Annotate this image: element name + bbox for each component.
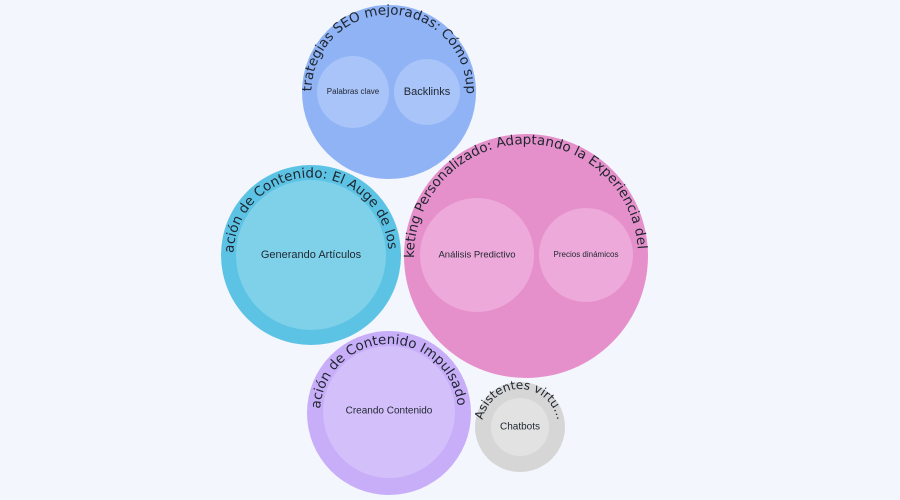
bubble-backlinks-circle: [394, 59, 460, 125]
bubble-generando-articulos-circle: [236, 180, 386, 330]
bubble-palabras-clave[interactable]: Palabras clave: [317, 56, 389, 128]
bubble-precios-dinamicos[interactable]: Precios dinámicos: [539, 208, 633, 302]
bubble-analisis-predictivo[interactable]: Análisis Predictivo: [420, 198, 534, 312]
bubble-generando-articulos-label: Generando Artículos: [261, 249, 362, 261]
bubble-analisis-predictivo-circle: [420, 198, 534, 312]
bubble-creando-contenido-label: Creando Contenido: [346, 406, 433, 417]
bubble-palabras-clave-label: Palabras clave: [327, 87, 380, 96]
bubble-creando-contenido-circle: [323, 346, 455, 478]
bubble-backlinks-label: Backlinks: [404, 86, 451, 98]
bubble-precios-dinamicos-circle: [539, 208, 633, 302]
bubble-chatbots[interactable]: Chatbots: [491, 398, 549, 456]
bubble-chatbots-circle: [491, 398, 549, 456]
bubble-palabras-clave-circle: [317, 56, 389, 128]
bubble-creando-contenido[interactable]: Creando Contenido: [323, 346, 455, 478]
bubble-chatbots-label: Chatbots: [500, 422, 540, 433]
bubble-backlinks[interactable]: Backlinks: [394, 59, 460, 125]
bubble-asistentes-virtuales[interactable]: Asistentes virtu... Chatbots: [472, 378, 568, 472]
bubble-precios-dinamicos-label: Precios dinámicos: [554, 250, 619, 259]
bubble-analisis-predictivo-label: Análisis Predictivo: [438, 250, 515, 261]
bubble-generando-articulos[interactable]: Generando Artículos: [236, 180, 386, 330]
bubble-seo[interactable]: Estrategias SEO mejoradas: Cómo sup... P…: [0, 0, 479, 179]
